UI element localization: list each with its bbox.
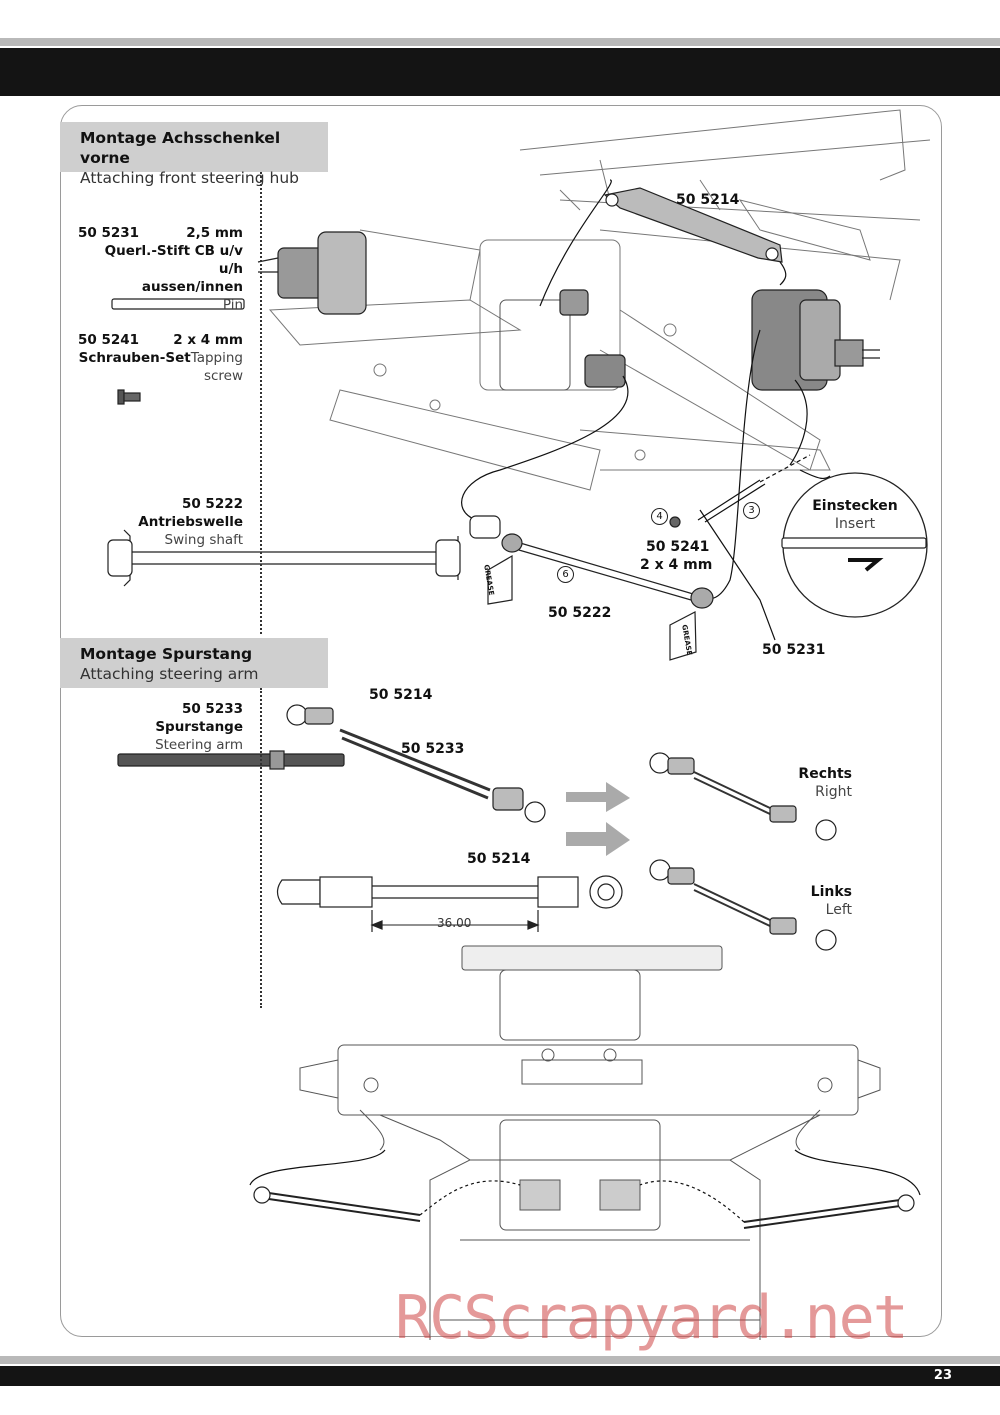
step-6-marker: 6: [557, 566, 574, 583]
header-black-bar: [0, 48, 1000, 96]
part-number: 50 5241: [78, 332, 140, 348]
part-screw-50-5241: 50 5241 2 x 4 mm Schrauben-SetTapping scr…: [78, 331, 243, 385]
part-name-en-2: screw: [203, 368, 243, 384]
pin-icon: [111, 298, 245, 310]
footer-black-bar: [0, 1366, 1000, 1386]
part-name-de: Schrauben-Set: [78, 350, 191, 366]
left-label-de: Links: [810, 884, 852, 900]
content-frame: [60, 105, 942, 1337]
header-gray-rule: [0, 38, 1000, 46]
insert-detail-label: Einstecken Insert: [782, 497, 928, 533]
left-label: Links Left: [811, 883, 852, 919]
tie-rod-right: [649, 752, 837, 841]
left-label-en: Left: [825, 902, 852, 918]
part-name-en: Steering arm: [155, 737, 243, 753]
part-number: 50 5222: [181, 496, 243, 512]
callout-screw-size: 2 x 4 mm: [640, 557, 713, 573]
footer-gray-rule: [0, 1356, 1000, 1364]
tie-rod-exploded: [286, 704, 546, 823]
callout-ball-end-top: 50 5214: [369, 687, 433, 703]
step-4-marker: 4: [651, 508, 668, 525]
callout-ball-end-bottom: 50 5214: [467, 851, 531, 867]
part-pin-50-5231: 50 5231 2,5 mm Querl.-Stift CB u/v u/h au…: [78, 224, 243, 314]
section-header-steering-arm: Montage Spurstang Attaching steering arm: [60, 638, 328, 688]
section-title-en: Attaching front steering hub: [80, 169, 300, 187]
section-title-de: Montage Spurstang: [80, 645, 253, 663]
part-name-de-2: aussen/innen: [141, 279, 243, 295]
right-label: Rechts Right: [798, 765, 852, 801]
callout-hub-link: 50 5214: [676, 192, 740, 208]
mounted-tie-rods: [249, 1149, 921, 1229]
screw-icon: [117, 389, 141, 405]
tie-rod-dimension-drawing: [276, 875, 623, 932]
swing-shaft-icon: [107, 529, 461, 587]
dimension-label: 36.00: [437, 916, 472, 930]
right-label-en: Right: [815, 784, 852, 800]
part-number: 50 5233: [181, 701, 243, 717]
chassis-top-view: [299, 945, 881, 1340]
section-header-front-hub: Montage Achsschenkel vorne Attaching fro…: [60, 122, 328, 187]
part-name-en: Pin: [222, 297, 243, 313]
callout-pin: 50 5231: [762, 642, 826, 658]
part-name-de: Querl.-Stift CB u/v u/h: [104, 243, 243, 277]
section2-divider: [260, 688, 262, 1008]
part-name-de: Spurstange: [155, 719, 243, 735]
front-chassis-drawing: [268, 109, 931, 491]
right-label-de: Rechts: [798, 766, 852, 782]
part-size: 2 x 4 mm: [173, 332, 243, 348]
page-number: 23: [933, 1368, 952, 1383]
section-title-de: Montage Achsschenkel vorne: [80, 129, 281, 167]
section-title-en: Attaching steering arm: [80, 665, 259, 683]
right-arrow-top: [566, 782, 630, 812]
insert-label-en: Insert: [834, 516, 876, 532]
right-arrow-bottom: [566, 822, 630, 856]
part-name-de: Antriebswelle: [138, 514, 243, 530]
part-steering-arm-50-5233: 50 5233 Spurstange Steering arm: [78, 700, 243, 754]
right-steering-hub: [751, 289, 880, 391]
watermark-text: RCScrapyard.net: [395, 1283, 909, 1353]
tie-rod-left: [649, 859, 837, 951]
steering-link-50-5214: [603, 187, 783, 263]
left-steering-hub: [257, 231, 367, 315]
swing-shaft-drawing: [509, 539, 701, 603]
steering-arm-icon: [117, 753, 345, 767]
part-name-en: Swing shaft: [164, 532, 243, 548]
callout-screw-number: 50 5241: [646, 539, 710, 555]
callout-rod: 50 5233: [401, 741, 465, 757]
step-3-marker: 3: [743, 502, 760, 519]
part-size: 2,5 mm: [186, 225, 243, 241]
part-number: 50 5231: [78, 225, 140, 241]
part-shaft-50-5222: 50 5222 Antriebswelle Swing shaft: [78, 495, 243, 549]
callout-shaft: 50 5222: [548, 605, 612, 621]
section1-divider: [260, 172, 262, 634]
part-name-en: Tapping: [190, 350, 243, 366]
insert-label-de: Einstecken: [812, 498, 898, 514]
